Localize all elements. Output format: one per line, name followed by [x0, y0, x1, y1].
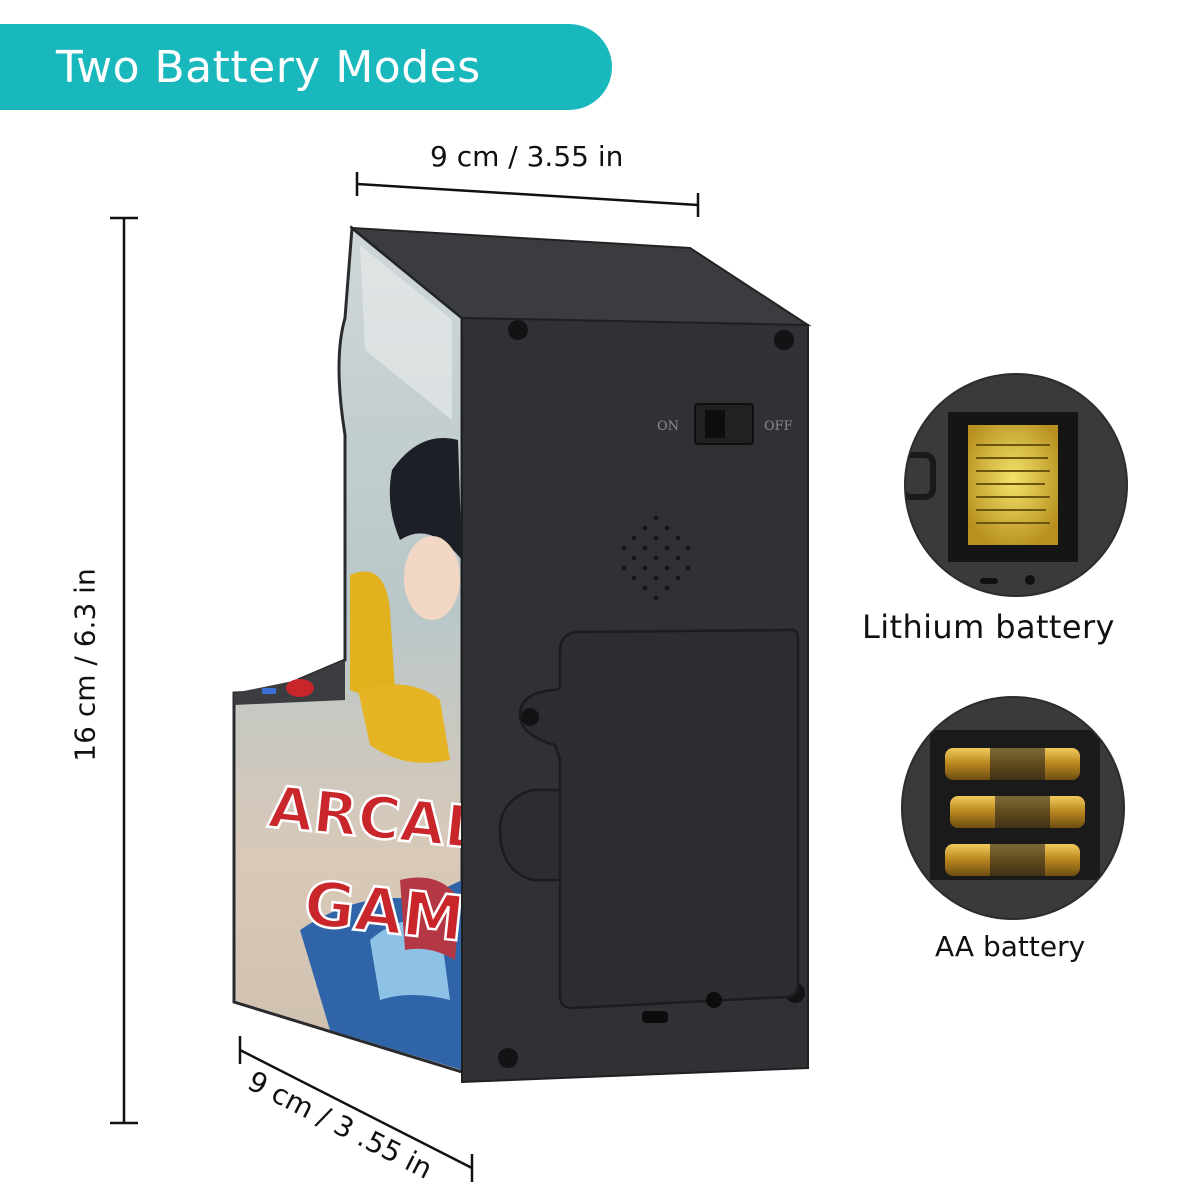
title-banner: Two Battery Modes [0, 24, 612, 110]
power-switch[interactable] [694, 403, 754, 445]
screw-icon [774, 330, 794, 350]
headphone-jack[interactable] [706, 992, 722, 1008]
height-dimension-line [110, 216, 138, 1125]
battery-compartment-door[interactable] [498, 628, 800, 1010]
cabinet-back-panel [461, 316, 809, 1084]
aa-battery-caption: AA battery [935, 930, 1086, 963]
switch-on-label: ON [657, 419, 679, 434]
screw-icon [521, 708, 539, 726]
control-deck [234, 660, 345, 705]
joystick-ball [286, 679, 314, 697]
lithium-battery-closeup [904, 373, 1128, 597]
screw-icon [508, 320, 528, 340]
lithium-battery-caption: Lithium battery [862, 608, 1115, 646]
screw-icon [498, 1048, 518, 1068]
width-dimension-label: 9 cm / 3.55 in [430, 140, 624, 173]
width-dimension-line [355, 172, 700, 217]
usb-port[interactable] [642, 1011, 668, 1023]
aa-battery-closeup [901, 696, 1125, 920]
banner-title: Two Battery Modes [56, 41, 481, 93]
switch-off-label: OFF [764, 419, 793, 434]
depth-dimension-line [238, 1036, 474, 1182]
speaker-grille [621, 515, 691, 601]
